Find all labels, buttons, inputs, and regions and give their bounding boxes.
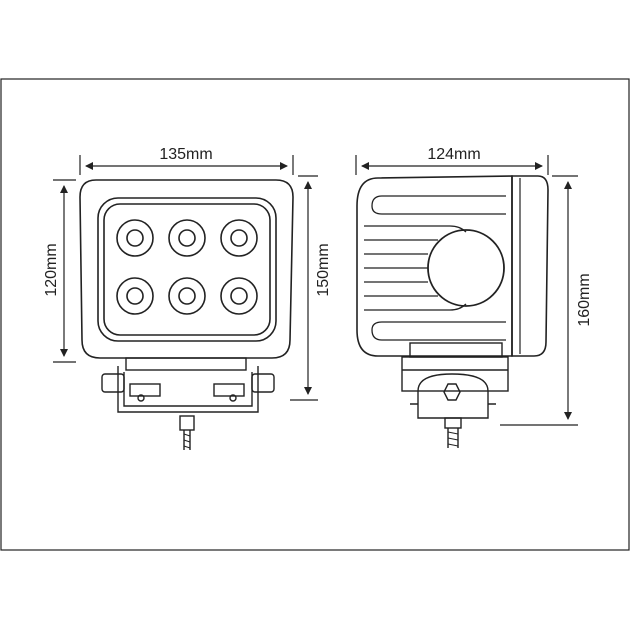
led-2: [168, 219, 206, 257]
side-total-height-dimension: [500, 175, 578, 426]
side-total-height-label: 160mm: [576, 273, 593, 326]
front-inner-height-dimension: [53, 179, 76, 363]
front-reflector: [103, 203, 271, 336]
front-width-dimension: [79, 155, 294, 175]
front-inner-height-label: 120mm: [43, 243, 60, 296]
front-total-height-dimension: [290, 175, 318, 401]
side-fins: [364, 195, 506, 341]
side-bezel: [511, 175, 549, 357]
led-6-core: [230, 287, 248, 305]
led-5: [168, 277, 206, 315]
front-bracket: [101, 357, 275, 450]
front-housing: [79, 179, 294, 359]
led-4-core: [126, 287, 144, 305]
drawing-frame: [0, 78, 630, 551]
led-array: [116, 219, 258, 315]
front-view: [79, 179, 294, 450]
led-4: [116, 277, 154, 315]
side-knob: [427, 229, 505, 307]
front-lens-panel: [97, 197, 277, 342]
side-depth-label: 124mm: [427, 146, 480, 163]
side-bracket: [401, 342, 509, 448]
led-6: [220, 277, 258, 315]
side-depth-dimension: [355, 155, 549, 175]
led-1-core: [126, 229, 144, 247]
front-width-label: 135mm: [159, 146, 212, 163]
side-housing: [356, 175, 513, 357]
led-3: [220, 219, 258, 257]
led-5-core: [178, 287, 196, 305]
led-3-core: [230, 229, 248, 247]
front-total-height-label: 150mm: [315, 243, 332, 296]
led-1: [116, 219, 154, 257]
side-view: [356, 175, 549, 448]
led-2-core: [178, 229, 196, 247]
